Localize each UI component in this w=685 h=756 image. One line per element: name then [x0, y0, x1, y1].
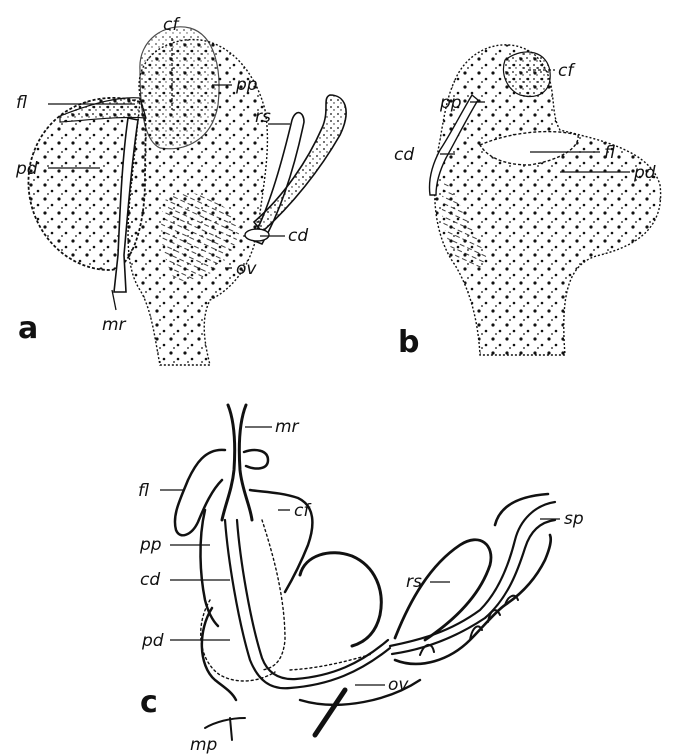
- dotted-contour-c-1: [262, 520, 285, 670]
- label-c-cd: cd: [140, 570, 160, 590]
- cd-knot-a: [245, 229, 269, 241]
- panel-c-illustration: [175, 405, 555, 740]
- round-lobe-c: [300, 553, 381, 646]
- lower-lobe-bumps-c: [420, 596, 518, 655]
- panel-letter-b: b: [398, 325, 419, 360]
- mr-tube-c-left: [222, 405, 235, 520]
- label-b-cd: cd: [394, 145, 414, 165]
- ov-foot-c: [315, 690, 345, 735]
- label-b-fl: fl: [604, 143, 615, 163]
- panel-letter-a: a: [18, 311, 38, 346]
- label-a-fl: fl: [16, 93, 27, 113]
- mr-loop-c: [244, 450, 268, 468]
- fl-lobe-c: [175, 450, 225, 535]
- label-b-pd: pd: [633, 163, 656, 183]
- label-c-rs: rs: [406, 572, 422, 592]
- mr-tube-c-right: [239, 405, 252, 520]
- cf-lobe-a: [140, 27, 219, 149]
- panel-a-illustration: [28, 27, 346, 365]
- label-a-cd: cd: [288, 226, 308, 246]
- label-c-mr: mr: [275, 417, 300, 437]
- panel-letter-c: c: [140, 685, 158, 720]
- label-a-ov: ov: [236, 259, 257, 279]
- label-c-pp: pp: [139, 535, 162, 555]
- label-a-pd: pd: [15, 159, 38, 179]
- label-c-ov: ov: [388, 675, 409, 695]
- label-a-mr: mr: [102, 315, 127, 335]
- label-c-mp: mp: [190, 735, 218, 755]
- label-b-cf: cf: [558, 61, 576, 81]
- main-body-b: [435, 45, 661, 355]
- pd-outline-c: [202, 608, 236, 700]
- label-c-pd: pd: [141, 631, 164, 651]
- label-a-rs: rs: [255, 107, 271, 127]
- lower-lobes-c: [395, 535, 551, 664]
- pp-contour-c: [200, 510, 218, 626]
- label-c-fl: fl: [138, 481, 149, 501]
- label-c-sp: sp: [564, 509, 584, 529]
- label-b-pp: pp: [439, 93, 462, 113]
- panel-b-illustration: [429, 45, 660, 355]
- sp-top-c: [495, 494, 548, 525]
- label-a-pp: pp: [235, 75, 258, 95]
